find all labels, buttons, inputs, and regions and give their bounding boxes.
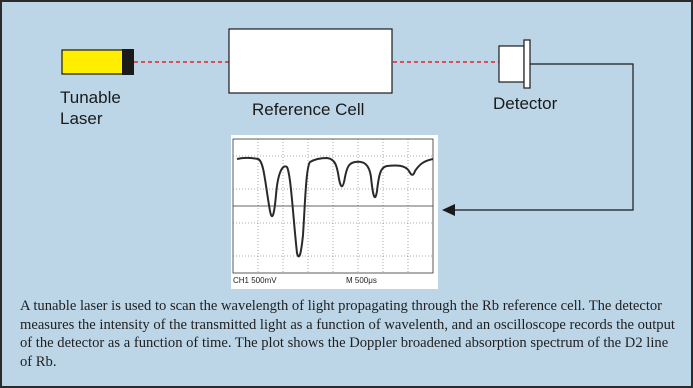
detector-window — [523, 39, 531, 89]
absorption-trace — [236, 156, 434, 258]
reference-cell — [228, 28, 393, 94]
scope-timebase-readout: M 500μs — [346, 276, 377, 285]
signal-cable — [454, 63, 634, 211]
laser-label-line2: Laser — [60, 109, 103, 128]
laser-aperture — [122, 49, 134, 75]
scope-channel-readout: CH1 500mV — [233, 276, 277, 285]
laser-body — [61, 49, 127, 75]
figure-caption: A tunable laser is used to scan the wave… — [20, 298, 675, 370]
oscilloscope-plot — [232, 138, 434, 274]
signal-arrowhead — [442, 204, 455, 216]
laser-label-line1: Tunable — [60, 88, 121, 107]
reference-cell-label: Reference Cell — [252, 100, 365, 119]
oscilloscope-screen: CH1 500mV M 500μs — [231, 135, 438, 289]
detector-label: Detector — [493, 94, 558, 113]
detector-body — [498, 45, 525, 83]
